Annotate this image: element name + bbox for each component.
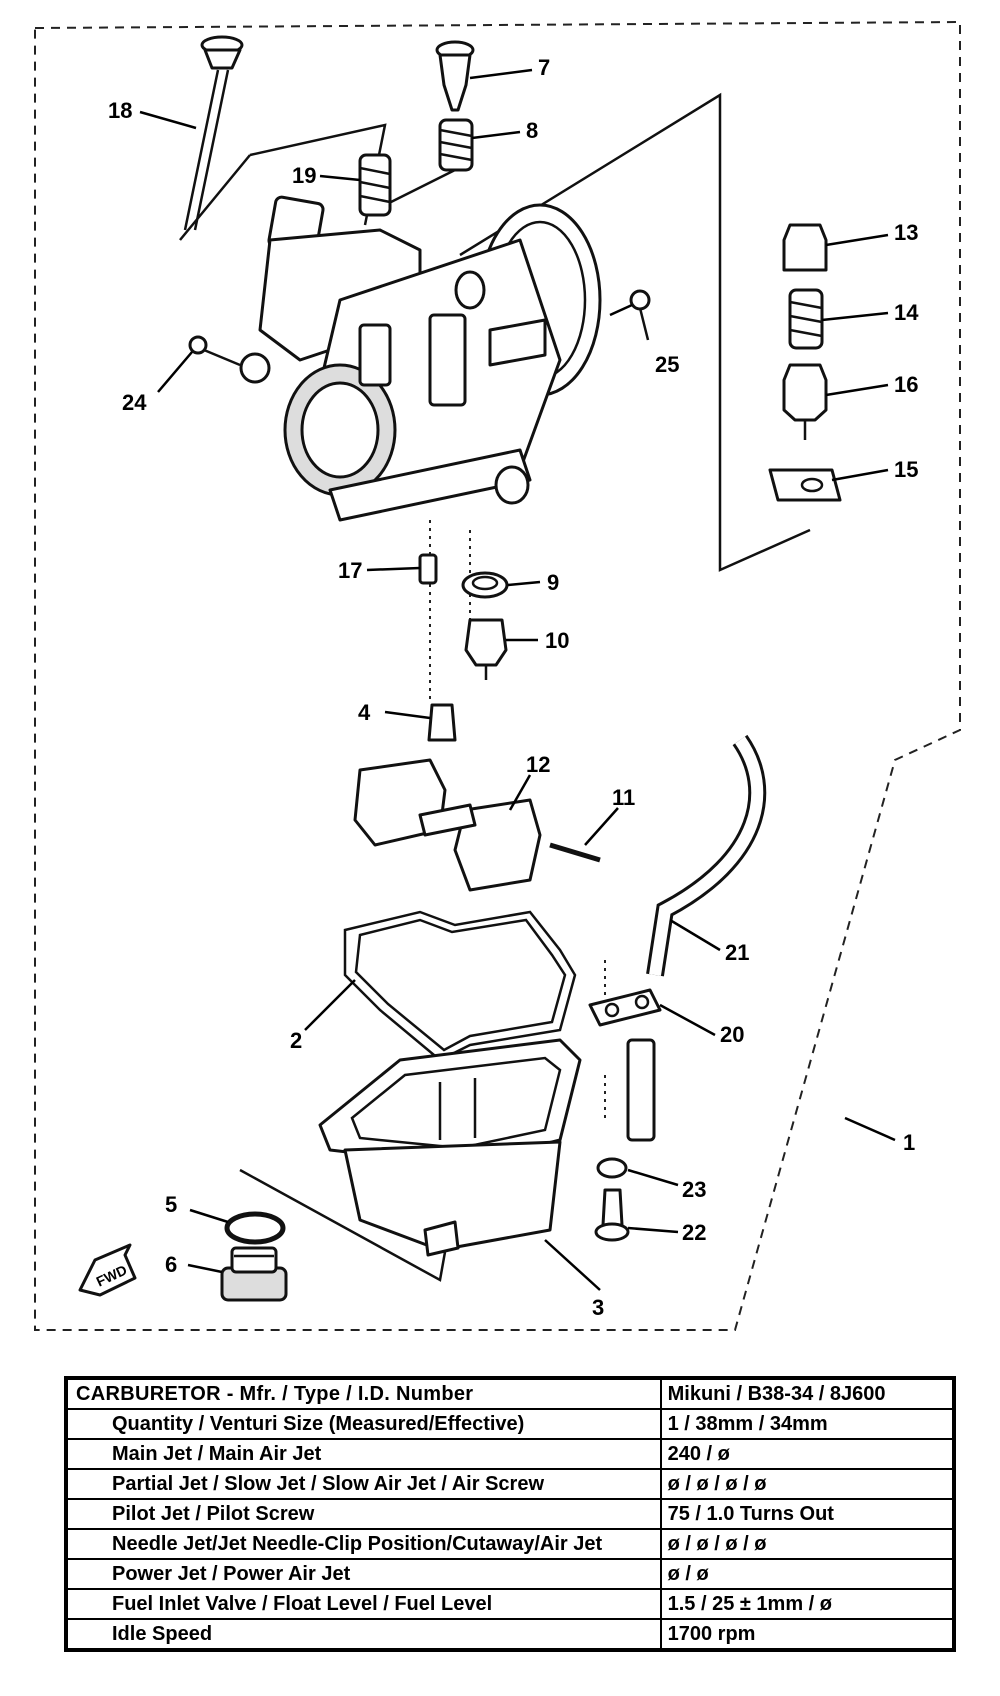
callout-13: 13 <box>894 220 918 245</box>
float-pin-11 <box>549 842 601 863</box>
callout-7: 7 <box>538 55 550 80</box>
pilot-screw <box>435 40 475 112</box>
callout-1: 1 <box>903 1130 915 1155</box>
callout-4: 4 <box>358 700 371 725</box>
adjust-screw-24 <box>188 335 271 384</box>
callout-3: 3 <box>592 1295 604 1320</box>
spec-row: Pilot Jet / Pilot Screw 75 / 1.0 Turns O… <box>65 1498 956 1530</box>
callout-5: 5 <box>165 1192 177 1217</box>
callout-14: 14 <box>894 300 919 325</box>
valve-16 <box>782 363 828 440</box>
spec-value: ø / ø <box>659 1558 956 1590</box>
callout-15: 15 <box>894 457 918 482</box>
spec-label: Partial Jet / Slow Jet / Slow Air Jet / … <box>65 1468 662 1500</box>
spec-row: Main Jet / Main Air Jet 240 / ø <box>65 1438 956 1470</box>
spec-value: 75 / 1.0 Turns Out <box>659 1498 956 1530</box>
hose-21 <box>646 734 767 977</box>
leader-1 <box>844 1116 896 1142</box>
spec-value: 1 / 38mm / 34mm <box>659 1408 956 1440</box>
bracket-20 <box>588 988 662 1027</box>
plate-15 <box>768 468 842 502</box>
callout-16: 16 <box>894 372 918 397</box>
drain-plug-6 <box>220 1246 288 1302</box>
callout-9: 9 <box>547 570 559 595</box>
callout-22: 22 <box>682 1220 706 1245</box>
spec-row: Fuel Inlet Valve / Float Level / Fuel Le… <box>65 1588 956 1620</box>
carburetor-body <box>258 195 602 522</box>
gasket-2 <box>343 910 577 1062</box>
spec-value: ø / ø / ø / ø <box>659 1528 956 1560</box>
screw-25 <box>629 289 651 341</box>
screw-22 <box>594 1188 630 1242</box>
callout-2: 2 <box>290 1028 302 1053</box>
callout-19: 19 <box>292 163 316 188</box>
callout-6: 6 <box>165 1252 177 1277</box>
jet-10 <box>464 618 508 680</box>
spec-label: Idle Speed <box>65 1618 662 1651</box>
o-ring-9 <box>461 571 509 599</box>
assembly-boundary <box>34 20 961 1331</box>
o-ring-5 <box>224 1211 286 1245</box>
spec-label: Main Jet / Main Air Jet <box>65 1438 662 1470</box>
spec-row: CARBURETOR - Mfr. / Type / I.D. Number M… <box>65 1377 956 1410</box>
callout-25: 25 <box>655 352 679 377</box>
fitting-13 <box>782 223 828 272</box>
callout-20: 20 <box>720 1022 744 1047</box>
forward-arrow: FWD <box>78 1243 137 1297</box>
callout-11: 11 <box>612 785 635 810</box>
spec-label: CARBURETOR - Mfr. / Type / I.D. Number <box>65 1377 662 1410</box>
spec-label: Quantity / Venturi Size (Measured/Effect… <box>65 1408 662 1440</box>
spec-label: Pilot Jet / Pilot Screw <box>65 1498 662 1530</box>
spec-label: Fuel Inlet Valve / Float Level / Fuel Le… <box>65 1588 662 1620</box>
callout-18: 18 <box>108 98 132 123</box>
spec-row: Needle Jet/Jet Needle-Clip Position/Cuta… <box>65 1528 956 1560</box>
pin-17 <box>418 553 438 585</box>
callout-21: 21 <box>725 940 749 965</box>
spec-label: Power Jet / Power Air Jet <box>65 1558 662 1590</box>
long-screw <box>183 35 244 231</box>
float-12 <box>353 758 542 892</box>
spec-value: 240 / ø <box>659 1438 956 1470</box>
connector-lines <box>179 92 811 572</box>
callout-17: 17 <box>338 558 362 583</box>
tube <box>626 1038 656 1142</box>
spec-row: Power Jet / Power Air Jet ø / ø <box>65 1558 956 1590</box>
carburetor-exploded-diagram: 1 18 7 8 19 <box>34 20 961 1331</box>
jet-4 <box>427 703 457 742</box>
spring-8 <box>438 118 474 172</box>
washer-23 <box>596 1157 628 1179</box>
callout-24: 24 <box>122 390 147 415</box>
callout-23: 23 <box>682 1177 706 1202</box>
spec-row: Idle Speed 1700 rpm <box>65 1618 956 1651</box>
float-bowl-3 <box>318 1038 582 1257</box>
spec-label: Needle Jet/Jet Needle-Clip Position/Cuta… <box>65 1528 662 1560</box>
spring-19 <box>358 153 392 217</box>
spec-value: 1.5 / 25 ± 1mm / ø <box>659 1588 956 1620</box>
carburetor-spec-table: CARBURETOR - Mfr. / Type / I.D. Number M… <box>64 1376 956 1652</box>
callout-12: 12 <box>526 752 550 777</box>
spec-value: ø / ø / ø / ø <box>659 1468 956 1500</box>
spec-row: Quantity / Venturi Size (Measured/Effect… <box>65 1408 956 1440</box>
spec-row: Partial Jet / Slow Jet / Slow Air Jet / … <box>65 1468 956 1500</box>
spec-value: Mikuni / B38-34 / 8J600 <box>659 1377 956 1410</box>
callout-8: 8 <box>526 118 538 143</box>
spring-14 <box>788 288 824 350</box>
spec-value: 1700 rpm <box>659 1618 956 1651</box>
callout-10: 10 <box>545 628 569 653</box>
